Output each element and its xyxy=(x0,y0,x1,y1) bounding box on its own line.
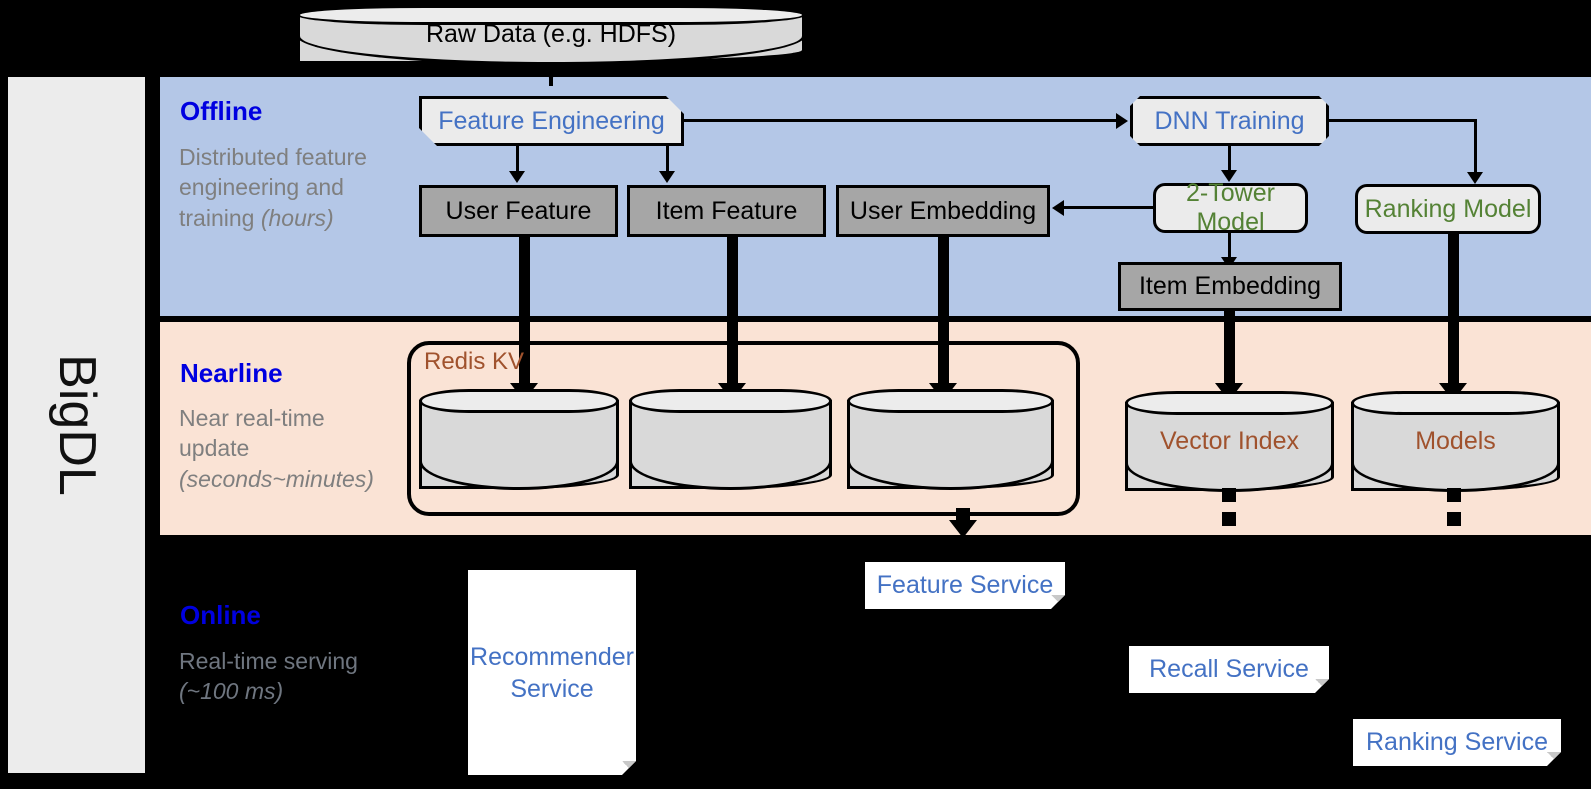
arrow-dnn-to-twotower-line xyxy=(1228,146,1231,172)
nearline-subtitle-main: Near real-time update xyxy=(179,405,325,462)
nearline-title: Nearline xyxy=(180,358,283,388)
arrow-fe-to-itemfeature-line xyxy=(666,146,669,173)
vector-index-label: Vector Index xyxy=(1160,426,1299,455)
node-recall-service[interactable]: Recall Service xyxy=(1129,646,1329,693)
item-embedding-label: Item Embedding xyxy=(1138,272,1322,300)
dash-redis-to-featureservice-1 xyxy=(956,508,970,522)
dnn-training-label: DNN Training xyxy=(1154,106,1305,135)
node-recommender-service[interactable]: Recommender Service xyxy=(468,570,636,775)
node-item-feature[interactable]: Item Feature xyxy=(627,185,826,237)
feature-service-label: Feature Service xyxy=(876,571,1054,599)
store-kv-1[interactable] xyxy=(419,389,619,490)
raw-data-store: Raw Data (e.g. HDFS) xyxy=(297,5,805,65)
store-kv-1-label xyxy=(419,389,619,489)
node-user-embedding[interactable]: User Embedding xyxy=(836,185,1050,237)
pipe-itemembedding-to-vectorindex xyxy=(1224,311,1235,389)
user-feature-label: User Feature xyxy=(445,196,592,225)
redis-kv-container xyxy=(407,341,1080,516)
node-feature-engineering[interactable]: Feature Engineering xyxy=(419,96,684,146)
node-ranking-model[interactable]: Ranking Model xyxy=(1355,184,1541,234)
dash-redis-to-featureservice-head xyxy=(949,520,977,538)
ranking-service-label: Ranking Service xyxy=(1365,728,1549,756)
pipe-userfeature-to-kv1 xyxy=(519,237,530,389)
nearline-subtitle: Near real-time update (seconds~minutes) xyxy=(179,403,394,494)
pipe-itemfeature-to-kv2 xyxy=(727,237,738,389)
redis-kv-label: Redis KV xyxy=(424,348,525,375)
arrow-dnn-to-twotower-head xyxy=(1221,170,1237,182)
node-user-feature[interactable]: User Feature xyxy=(419,185,618,237)
dash-models-1 xyxy=(1447,488,1461,502)
arrow-fe-to-userfeature-head xyxy=(509,171,525,183)
raw-data-label: Raw Data (e.g. HDFS) xyxy=(425,20,677,48)
arrow-dnn-to-ranking-v xyxy=(1474,119,1477,174)
offline-subtitle: Distributed feature engineering and trai… xyxy=(179,142,394,233)
two-tower-model-label: 2-Tower Model xyxy=(1186,179,1275,236)
arrow-dnn-to-ranking-head xyxy=(1467,172,1483,184)
arrow-fe-to-itemfeature-head xyxy=(659,171,675,183)
cylinder-top xyxy=(847,389,1054,413)
recommender-service-label: Recommender Service xyxy=(470,642,634,703)
user-embedding-label: User Embedding xyxy=(849,196,1037,225)
recall-service-label: Recall Service xyxy=(1149,655,1309,683)
store-vector-index[interactable]: Vector Index xyxy=(1125,391,1334,492)
offline-subtitle-main: Distributed feature engineering and trai… xyxy=(179,144,367,231)
arrow-twotower-to-userembedding-head xyxy=(1052,200,1064,216)
ranking-model-label: Ranking Model xyxy=(1364,194,1532,223)
cylinder-top xyxy=(1125,391,1334,415)
node-dnn-training[interactable]: DNN Training xyxy=(1130,96,1329,146)
arrow-dnn-to-ranking-h xyxy=(1329,119,1477,122)
arrow-rawdata-to-fe-head xyxy=(537,62,565,80)
models-label: Models xyxy=(1415,426,1496,455)
offline-title: Offline xyxy=(180,96,263,126)
node-feature-service[interactable]: Feature Service xyxy=(865,562,1065,609)
dash-vectorindex-1 xyxy=(1222,488,1236,502)
framework-panel: BigDL xyxy=(8,77,145,773)
arrow-twotower-to-itememb-line xyxy=(1228,233,1231,261)
cylinder-top xyxy=(1351,391,1560,415)
store-kv-3[interactable] xyxy=(847,389,1054,490)
arrow-fe-to-userfeature-line xyxy=(516,146,519,173)
dash-vectorindex-2 xyxy=(1222,512,1236,526)
node-two-tower-model[interactable]: 2-Tower Model xyxy=(1153,179,1308,236)
arrow-fe-to-dnn-line xyxy=(684,119,1116,122)
cylinder-top xyxy=(629,389,832,413)
store-kv-2-label xyxy=(629,389,832,489)
arrow-twotower-to-userembedding-line xyxy=(1064,206,1154,209)
dash-models-2 xyxy=(1447,512,1461,526)
nearline-subtitle-italic: (seconds~minutes) xyxy=(179,465,374,492)
store-models[interactable]: Models xyxy=(1351,391,1560,492)
pipe-rankingmodel-to-models xyxy=(1448,234,1459,389)
item-feature-label: Item Feature xyxy=(655,196,798,225)
framework-label: BigDL xyxy=(47,354,106,496)
cylinder-top xyxy=(419,389,619,413)
online-title: Online xyxy=(180,600,261,630)
store-kv-3-label xyxy=(847,389,1054,489)
online-subtitle-italic: (~100 ms) xyxy=(179,678,284,705)
arrow-fe-to-dnn-head xyxy=(1116,113,1128,129)
node-item-embedding[interactable]: Item Embedding xyxy=(1118,262,1342,311)
feature-engineering-label: Feature Engineering xyxy=(438,106,665,135)
pipe-userembedding-to-kv3 xyxy=(938,237,949,389)
offline-subtitle-italic: (hours) xyxy=(260,204,334,231)
node-ranking-service[interactable]: Ranking Service xyxy=(1353,719,1561,766)
cylinder-top xyxy=(297,5,805,25)
online-subtitle-main: Real-time serving xyxy=(179,648,358,674)
store-kv-2[interactable] xyxy=(629,389,832,490)
online-subtitle: Real-time serving (~100 ms) xyxy=(179,646,394,707)
